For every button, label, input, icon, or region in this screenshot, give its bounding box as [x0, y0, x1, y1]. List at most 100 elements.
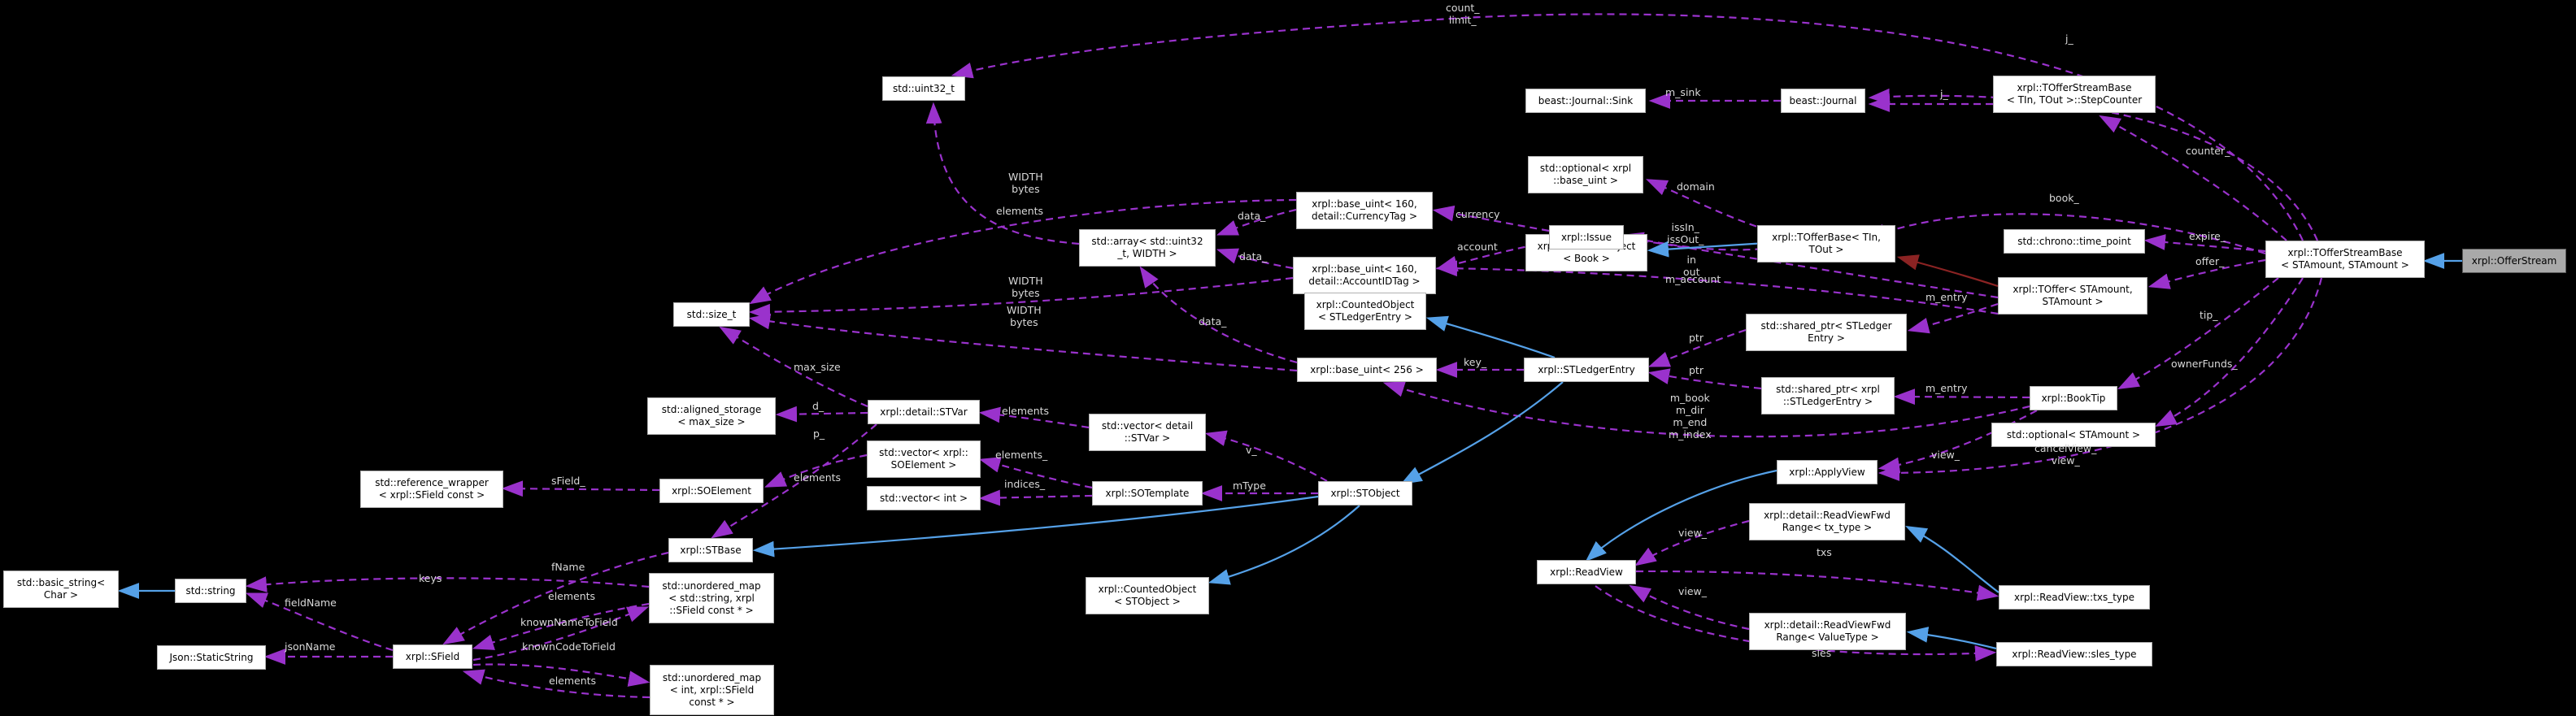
edge-label-booktip-uint256: m_book m_dir m_end m_index: [1669, 392, 1712, 440]
edge-tsb-to-applyview: [1878, 277, 2323, 481]
class-node-vecint[interactable]: std::vector< int >: [867, 486, 981, 510]
class-node-issue[interactable]: xrpl::Issue: [1549, 225, 1624, 250]
edge-label-stvar-aligned: d_: [812, 400, 825, 412]
edge-label-currencytag-sizet: WIDTH bytes: [1008, 171, 1043, 195]
class-node-tsb[interactable]: xrpl::TOfferStreamBase < STAmount, STAmo…: [2265, 241, 2425, 278]
class-node-soelement[interactable]: xrpl::SOElement: [659, 479, 764, 503]
edge-label-sp2-stle: ptr: [1689, 364, 1704, 376]
class-node-sizet[interactable]: std::size_t: [673, 302, 750, 327]
edge-array-to-uint32: [925, 102, 1080, 245]
edge-label-stbase-sfield: fName: [551, 561, 585, 573]
edge-label-tsb-booktip: tip_: [2200, 309, 2218, 321]
class-node-readview[interactable]: xrpl::ReadView: [1537, 560, 1636, 584]
edge-stobject-to-vecstvar: [1204, 430, 1328, 482]
edge-label-vecstvar-stvar: elements: [1002, 405, 1050, 417]
class-node-tofferbase[interactable]: xrpl::TOfferBase< TIn, TOut >: [1757, 225, 1895, 263]
edge-book-to-issue: [1621, 232, 1799, 251]
class-node-stle[interactable]: xrpl::STLedgerEntry: [1524, 358, 1649, 382]
edge-label-sfield-staticstring: jsonName: [285, 640, 336, 653]
edge-tsb-to-optamount: [2155, 277, 2304, 427]
edge-label-umapstr-string: keys: [419, 572, 442, 584]
edge-tsb-to-toffer: [2147, 258, 2266, 289]
class-node-rvfrtx[interactable]: xrpl::detail::ReadViewFwd Range< tx_type…: [1749, 503, 1905, 540]
class-node-journal[interactable]: beast::Journal: [1781, 89, 1865, 113]
class-node-stepcounter[interactable]: xrpl::TOfferStreamBase < TIn, TOut >::St…: [1993, 76, 2156, 113]
edge-toffer-to-tofferbase: [1896, 254, 1999, 288]
class-node-string[interactable]: std::string: [175, 579, 246, 603]
class-node-optamount[interactable]: std::optional< STAmount >: [1991, 423, 2156, 447]
edge-label-toffer-accountid: m_account: [1665, 273, 1721, 285]
class-node-currencytag[interactable]: xrpl::base_uint< 160, detail::CurrencyTa…: [1296, 192, 1433, 229]
class-node-sp2[interactable]: std::shared_ptr< xrpl ::STLedgerEntry >: [1761, 377, 1895, 414]
edge-label-soelement-refwrap: sField_: [551, 475, 585, 487]
class-node-staticstring[interactable]: Json::StaticString: [157, 645, 266, 670]
class-node-vecstvar[interactable]: std::vector< detail ::STVar >: [1089, 414, 1206, 451]
class-node-offerstream[interactable]: xrpl::OfferStream: [2462, 249, 2566, 273]
class-node-umapint[interactable]: std::unordered_map < int, xrpl::SField c…: [650, 665, 774, 715]
edge-label-array-uint32: elements: [996, 205, 1044, 217]
class-node-booktip[interactable]: xrpl::BookTip: [2030, 386, 2117, 410]
edge-label-issue-accountid: account: [1457, 241, 1498, 253]
edge-label-umapstr-sfield: elements: [548, 590, 596, 602]
edge-tsb-to-book: [1865, 213, 2266, 255]
class-node-accountid[interactable]: xrpl::base_uint< 160, detail::AccountIDT…: [1293, 257, 1436, 294]
class-node-stbase[interactable]: xrpl::STBase: [668, 538, 753, 562]
class-node-aligned[interactable]: std::aligned_storage < max_size >: [647, 397, 776, 435]
edge-stobject-to-costobj: [1208, 505, 1360, 585]
edge-stbase-to-sfield: [442, 551, 669, 645]
edge-tsb-to-timepoint: [2143, 234, 2266, 253]
edge-label-sotemplate-vecsoe: elements_: [995, 449, 1048, 461]
edge-sfield-to-string: [245, 592, 394, 652]
edge-label-sp1-stle: ptr: [1689, 332, 1704, 344]
class-node-sotemplate[interactable]: xrpl::SOTemplate: [1092, 481, 1203, 506]
edge-label-stle-uint256: key_: [1464, 356, 1487, 368]
class-node-sfield[interactable]: xrpl::SField: [393, 644, 472, 669]
class-node-basicstring[interactable]: std::basic_string< Char >: [3, 571, 119, 608]
class-node-uint256[interactable]: xrpl::base_uint< 256 >: [1297, 358, 1437, 382]
edge-label-book-optbase: domain: [1677, 180, 1715, 193]
edge-label-stvar-stbase: p_: [813, 427, 825, 440]
edge-toffer-to-accountid: [1435, 260, 1999, 315]
edge-label-rvfrtx-readview: view_: [1678, 527, 1708, 539]
edge-booktip-to-uint256: [1382, 381, 2030, 438]
class-node-sink[interactable]: beast::Journal::Sink: [1525, 89, 1646, 113]
edge-label-umapint-sfield: elements: [549, 675, 597, 687]
edge-label-booktip-applyview: view_: [1931, 449, 1960, 461]
class-node-rvfrvt[interactable]: xrpl::detail::ReadViewFwd Range< ValueTy…: [1749, 613, 1906, 650]
edge-label-sotemplate-vecint: indices_: [1004, 478, 1046, 490]
class-node-slestype[interactable]: xrpl::ReadView::sles_type: [1996, 642, 2152, 666]
class-node-applyview[interactable]: xrpl::ApplyView: [1777, 460, 1878, 484]
edge-label-accountid-sizet: WIDTH bytes: [1008, 275, 1043, 299]
class-node-uint32[interactable]: std::uint32_t: [882, 76, 965, 101]
class-node-refwrap[interactable]: std::reference_wrapper < xrpl::SField co…: [360, 471, 503, 508]
class-node-stobject[interactable]: xrpl::STObject: [1318, 481, 1412, 506]
edge-rvfrtx-to-readview: [1634, 519, 1750, 566]
class-node-sp1[interactable]: std::shared_ptr< STLedger Entry >: [1746, 314, 1907, 351]
edge-slestype-to-rvfrvt: [1906, 627, 1997, 650]
edge-label-journal-sink: m_sink: [1665, 86, 1701, 98]
edge-issue-to-accountid: [1435, 241, 1550, 272]
edge-txstype-to-rvfrtx: [1905, 525, 1999, 593]
edge-label-tsb-journal: j_: [2065, 33, 2073, 45]
class-node-umapstr[interactable]: std::unordered_map < std::string, xrpl :…: [649, 573, 774, 623]
edge-label-currencytag-array: data_: [1238, 210, 1266, 222]
class-node-timepoint[interactable]: std::chrono::time_point: [2004, 229, 2145, 254]
edge-currencytag-to-sizet: [749, 198, 1297, 305]
edge-tsb-to-booktip: [2117, 277, 2279, 390]
edge-label-uint256-sizet: WIDTH bytes: [1007, 304, 1042, 328]
edge-label-stvar-sizet: max_size: [794, 361, 841, 373]
class-node-costle[interactable]: xrpl::CountedObject < STLedgerEntry >: [1304, 293, 1426, 330]
class-node-optbase[interactable]: std::optional< xrpl ::base_uint >: [1528, 156, 1643, 193]
class-node-stvar[interactable]: xrpl::detail::STVar: [868, 400, 980, 424]
edge-readview-to-txstype: [1635, 570, 1999, 601]
class-node-array[interactable]: std::array< std::uint32 _t, WIDTH >: [1079, 229, 1216, 267]
edge-label-tsb-applyview: cancelView_ view_: [2034, 442, 2097, 466]
class-node-txstype[interactable]: xrpl::ReadView::txs_type: [1999, 585, 2150, 610]
edge-label-accountid-array: data_: [1239, 250, 1268, 263]
class-node-toffer[interactable]: xrpl::TOffer< STAmount, STAmount >: [1998, 277, 2147, 315]
edge-label-uint256-array: data_: [1199, 315, 1227, 328]
edge-label-tsb-uint32: count_ limit_: [1446, 2, 1480, 26]
class-node-vecsoe[interactable]: std::vector< xrpl:: SOElement >: [867, 440, 981, 478]
class-node-costobj[interactable]: xrpl::CountedObject < STObject >: [1086, 577, 1209, 614]
edge-sfield-to-umapint: [472, 663, 651, 687]
